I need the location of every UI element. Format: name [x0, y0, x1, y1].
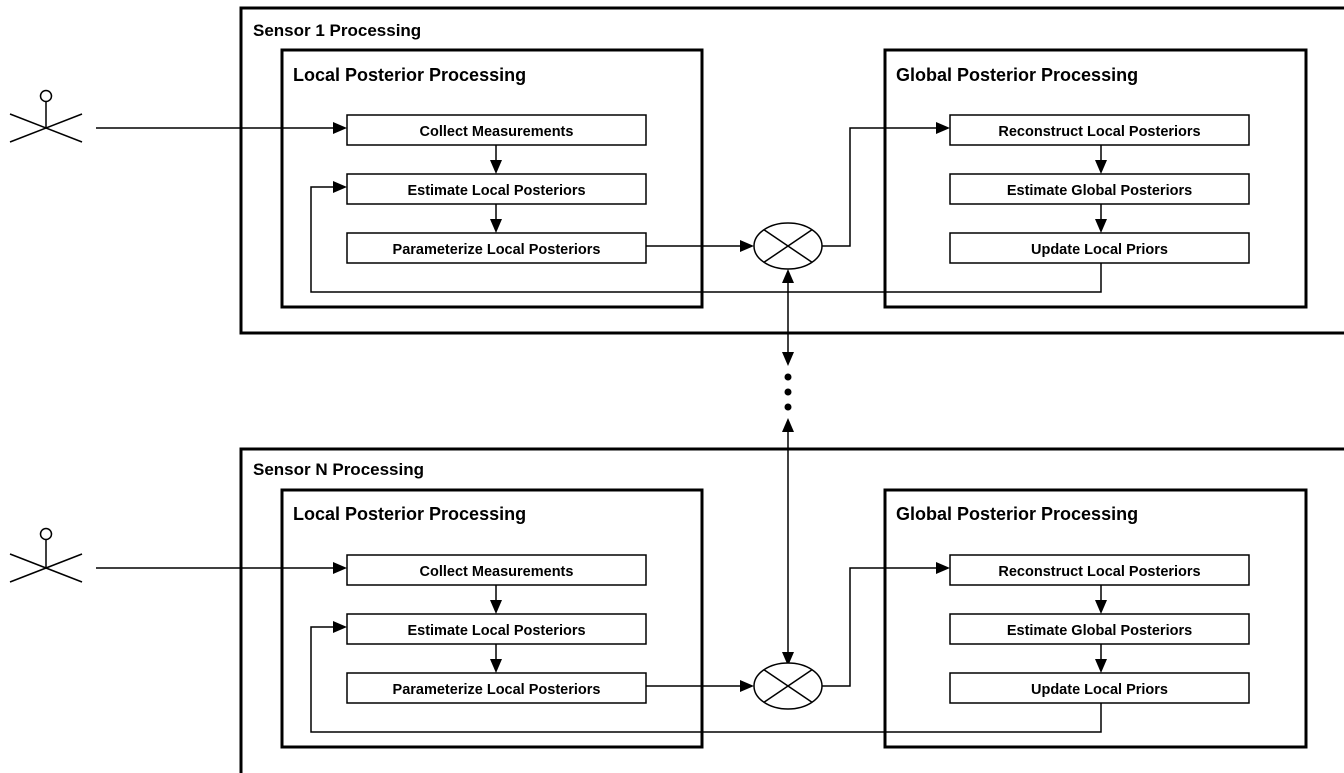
sensor-1-parameterize-box	[346, 232, 647, 264]
sensor-n-update-priors-box	[949, 672, 1250, 704]
sensor-1-estimate-local-label: Estimate Local Posteriors	[407, 183, 585, 199]
sensor-n-local-title: Local Posterior Processing	[293, 504, 526, 524]
sensor-n-parameterize-box	[346, 672, 647, 704]
sensor-1-reconstruct-box	[949, 114, 1250, 146]
sensor-1-antenna-icon	[9, 89, 83, 143]
sensor-n-reconstruct-box	[949, 554, 1250, 586]
sensor-n-estimate-local-box	[346, 613, 647, 645]
sensor-1-frame	[239, 6, 1344, 335]
sensor-1-update-priors-box	[949, 232, 1250, 264]
sensor-1-parameterize-label: Parameterize Local Posteriors	[393, 242, 601, 258]
sensor-n-global-frame	[883, 488, 1308, 749]
sensor-1-estimate-global-box	[949, 173, 1250, 205]
ellipsis-dots	[784, 373, 792, 411]
sensor-n-group: Sensor N Processing Local Posterior Proc…	[9, 447, 1344, 773]
sensor-1-reconstruct-label: Reconstruct Local Posteriors	[998, 124, 1200, 140]
sensor-n-combiner-icon	[753, 662, 823, 710]
sensor-1-group: Sensor 1 Processing Local Posterior Proc…	[9, 6, 1344, 335]
sensor-1-update-priors-label: Update Local Priors	[1031, 242, 1168, 258]
sensor-n-frame	[239, 447, 1344, 773]
sensor-n-local-frame	[280, 488, 704, 749]
sensor-n-global-title: Global Posterior Processing	[896, 504, 1138, 524]
sensor-1-collect-box	[346, 114, 647, 146]
sensor-1-local-frame	[280, 48, 704, 309]
sensor-n-estimate-global-label: Estimate Global Posteriors	[1007, 623, 1192, 639]
sensor-n-update-priors-label: Update Local Priors	[1031, 682, 1168, 698]
sensor-n-title: Sensor N Processing	[253, 460, 424, 479]
sensor-n-parameterize-label: Parameterize Local Posteriors	[393, 682, 601, 698]
sensor-n-antenna-icon	[9, 527, 83, 583]
sensor-n-estimate-local-label: Estimate Local Posteriors	[407, 623, 585, 639]
sensor-1-global-title: Global Posterior Processing	[896, 65, 1138, 85]
sensor-1-title: Sensor 1 Processing	[253, 21, 421, 40]
sensor-n-collect-box	[346, 554, 647, 586]
sensor-n-reconstruct-label: Reconstruct Local Posteriors	[998, 564, 1200, 580]
sensor-1-estimate-global-label: Estimate Global Posteriors	[1007, 183, 1192, 199]
sensor-n-collect-label: Collect Measurements	[420, 564, 574, 580]
sensor-1-collect-label: Collect Measurements	[420, 124, 574, 140]
sensor-1-local-title: Local Posterior Processing	[293, 65, 526, 85]
sensor-1-global-frame	[883, 48, 1308, 309]
sensor-1-connectors	[96, 122, 1107, 293]
sensor-1-combiner-icon	[753, 222, 823, 270]
inter-sensor-link	[782, 269, 794, 666]
sensor-n-connectors	[96, 562, 1107, 733]
sensor-n-estimate-global-box	[949, 613, 1250, 645]
